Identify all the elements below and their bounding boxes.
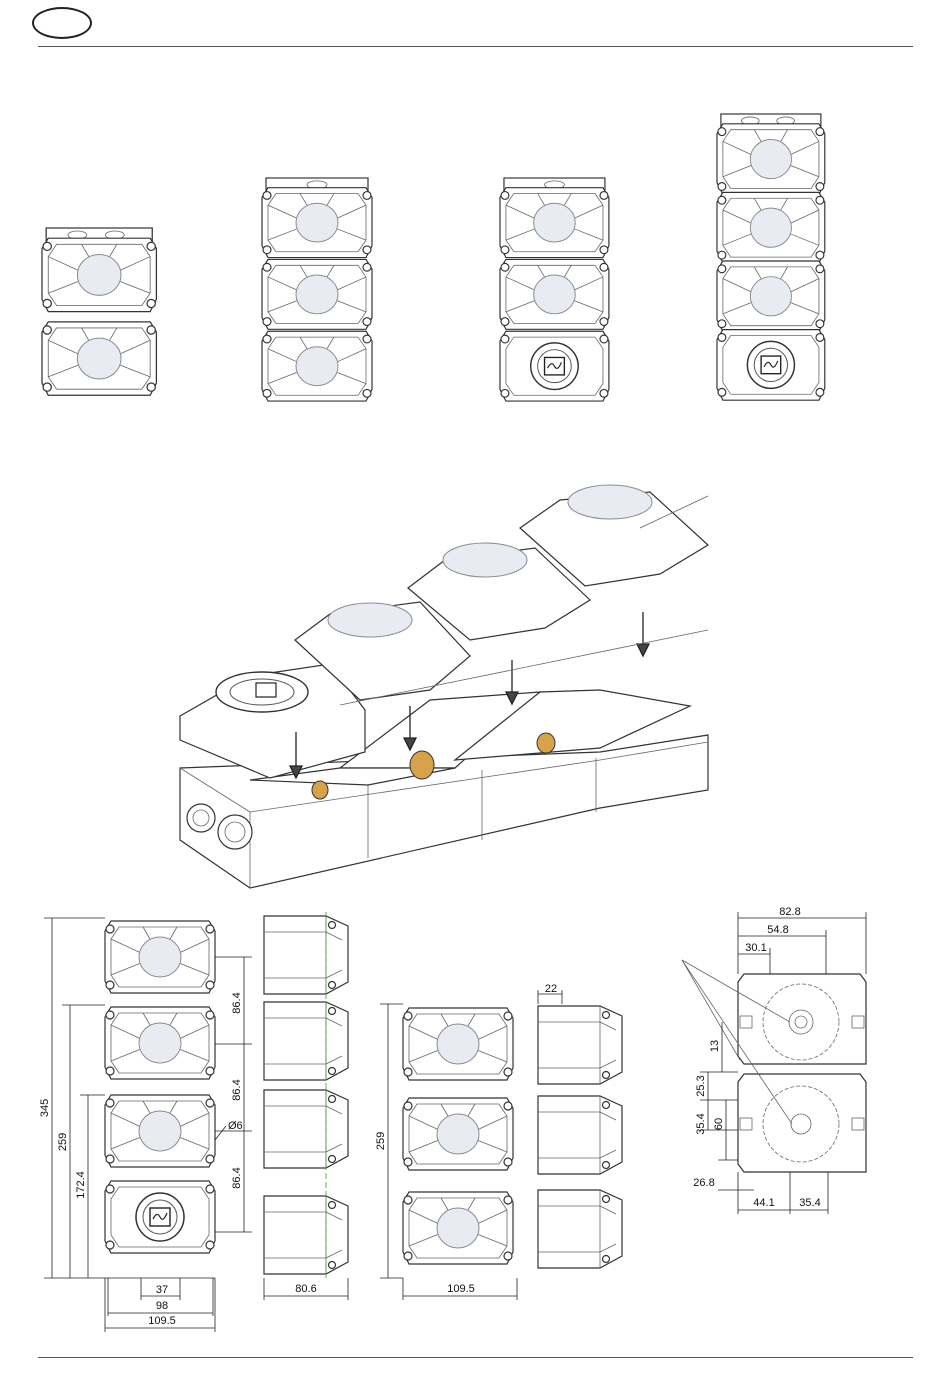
dim-44: 44.1 [753,1197,774,1209]
dim-109-a: 109.5 [148,1315,176,1327]
dim-22: 22 [545,983,557,995]
dim-37: 37 [156,1284,168,1296]
dim-109-b: 109.5 [447,1283,475,1295]
dim-98: 98 [156,1300,168,1312]
dim-86-1: 86.4 [231,992,243,1013]
side-view-three [538,990,622,1268]
front-view-three [380,1004,517,1300]
stack-three-lights-sounder [717,114,825,400]
dim-35-b: 35.4 [799,1197,820,1209]
dim-30: 30.1 [745,942,766,954]
dim-86-3: 86.4 [231,1167,243,1188]
front-view-four [44,918,252,1332]
dim-hole: Ø6 [228,1120,243,1132]
exploded-assembly [180,485,708,888]
dim-259-b: 259 [375,1132,387,1150]
dim-25: 25.3 [695,1075,707,1096]
stack-two-lights-sounder [500,178,609,401]
dim-345: 345 [39,1099,51,1117]
dim-13: 13 [709,1040,721,1052]
dim-80: 80.6 [295,1283,316,1295]
stack-two-lights [42,228,156,395]
dim-259-a: 259 [57,1133,69,1151]
dim-35-a: 35.4 [695,1113,707,1134]
dim-54: 54.8 [767,924,788,936]
dim-26: 26.8 [693,1177,714,1189]
dim-172: 172.4 [75,1171,87,1199]
dim-82: 82.8 [779,906,800,918]
dim-60: 60 [713,1118,725,1130]
dim-86-2: 86.4 [231,1079,243,1100]
stack-three-lights [262,178,372,401]
mounting-base-view [682,912,866,1214]
side-view-four [264,912,348,1300]
